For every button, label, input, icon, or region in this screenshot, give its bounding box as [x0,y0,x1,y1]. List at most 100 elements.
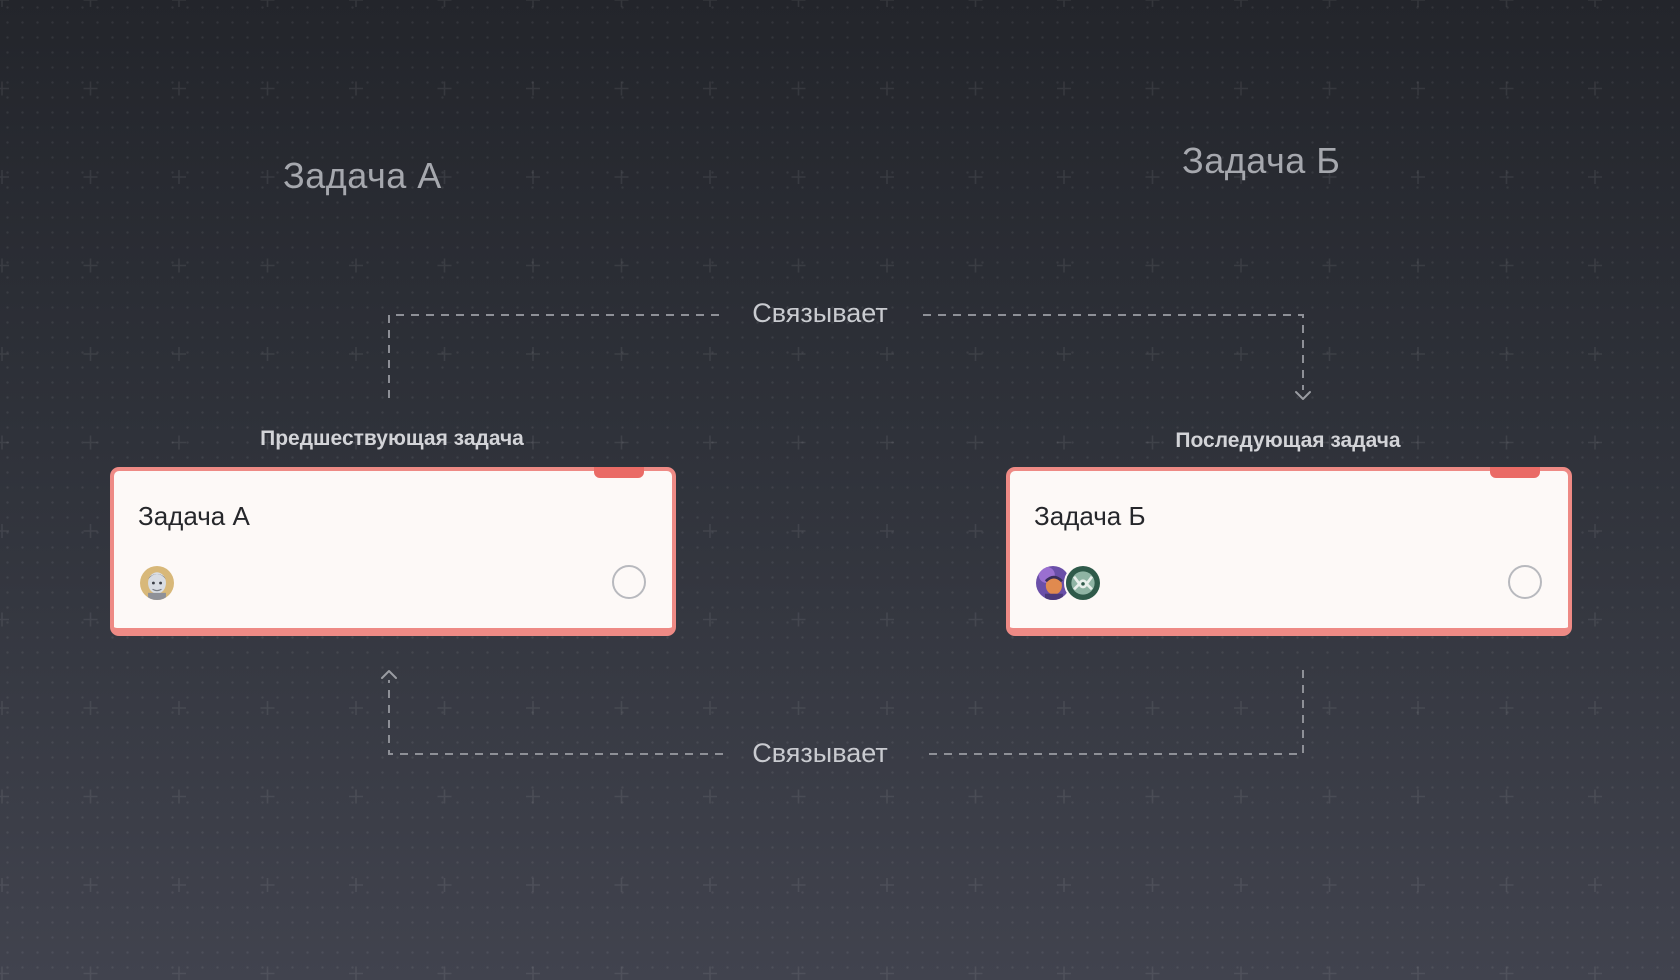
grid-plus-mark [172,0,186,7]
grid-plus-mark [614,435,629,450]
grid-plus-mark [1499,170,1514,184]
grid-plus-mark [1057,878,1071,892]
grid-plus-mark [526,81,540,96]
grid-plus-mark [83,258,98,273]
grid-plus-mark [526,435,540,450]
grid-plus-mark [437,0,452,7]
grid-plus-mark [1411,0,1425,7]
grid-plus-mark [1588,612,1602,627]
grid-plus-mark [703,701,717,715]
grid-plus-mark [0,258,9,273]
grid-plus-mark [349,81,363,96]
grid-plus-mark [1588,0,1602,7]
successor-label: Последующая задача [1175,429,1401,452]
grid-plus-mark [0,789,9,804]
grid-plus-mark [1588,81,1602,96]
avatar[interactable] [138,564,176,602]
grid-plus-mark [349,0,363,7]
grid-plus-mark [1145,966,1160,980]
grid-plus-mark [703,612,717,627]
grid-plus-mark [703,0,717,7]
grid-plus-mark [703,524,717,538]
grid-plus-mark [83,435,98,450]
grid-plus-mark [703,966,717,980]
grid-plus-mark [1411,258,1425,273]
grid-plus-mark [0,701,9,715]
grid-plus-mark [1145,258,1160,273]
grid-plus-mark [703,347,717,361]
grid-plus-mark [1411,701,1425,715]
grid-plus-mark [968,701,983,715]
grid-plus-mark [1234,258,1248,273]
predecessor-label: Предшествующая задача [260,427,524,450]
grid-plus-mark [968,258,983,273]
grid-plus-mark [614,258,629,273]
grid-plus-mark [526,0,540,7]
grid-plus-mark [1057,0,1071,7]
grid-plus-mark [0,612,9,627]
grid-plus-mark [614,701,629,715]
grid-plus-mark [437,789,452,804]
task-card-title: Задача Б [1034,501,1146,531]
grid-plus-mark [83,170,98,184]
top-connector-arrowhead [1295,391,1311,400]
grid-plus-mark [791,347,806,361]
grid-plus-mark [172,701,186,715]
grid-plus-mark [1322,966,1337,980]
grid-plus-mark [1499,966,1514,980]
grid-plus-mark [1057,701,1071,715]
grid-plus-mark [614,81,629,96]
grid-plus-mark [880,789,894,804]
grid-plus-mark [791,612,806,627]
grid-plus-mark [1145,701,1160,715]
grid-plus-mark [1588,347,1602,361]
grid-plus-mark [172,347,186,361]
link-label-top: Связывает [752,298,888,328]
grid-plus-mark [1499,878,1514,892]
grid-plus-mark [83,789,98,804]
grid-plus-mark [880,878,894,892]
grid-plus-mark [968,170,983,184]
grid-plus-mark [1145,81,1160,96]
grid-plus-mark [0,347,9,361]
grid-plus-mark [526,170,540,184]
grid-plus-mark [968,435,983,450]
grid-plus-mark [1499,347,1514,361]
grid-plus-mark [1322,258,1337,273]
avatar[interactable] [1034,564,1072,602]
grid-plus-mark [83,701,98,715]
task-card-b[interactable]: Задача Б [1006,467,1572,636]
grid-plus-mark [260,170,275,184]
grid-plus-mark [1499,789,1514,804]
grid-plus-mark [791,0,806,7]
task-card-a[interactable]: Задача А [110,467,676,636]
grid-plus-mark [791,789,806,804]
grid-plus-mark [260,701,275,715]
complete-toggle[interactable] [612,565,646,599]
grid-plus-mark [260,0,275,7]
grid-plus-mark [968,966,983,980]
grid-plus-mark [437,347,452,361]
grid-plus-mark [614,0,629,7]
grid-plus-mark [0,435,9,450]
grid-plus-mark [880,701,894,715]
grid-plus-mark [1057,258,1071,273]
complete-toggle[interactable] [1508,565,1542,599]
grid-plus-mark [83,878,98,892]
grid-plus-mark [1499,435,1514,450]
grid-plus-mark [172,81,186,96]
grid-plus-mark [0,0,9,7]
grid-plus-mark [526,701,540,715]
grid-plus-mark [1322,789,1337,804]
grid-plus-mark [614,789,629,804]
grid-plus-mark [172,878,186,892]
avatar[interactable] [1064,564,1102,602]
card-color-tab [594,467,644,478]
grid-plus-mark [791,878,806,892]
grid-plus-mark [1322,878,1337,892]
grid-plus-mark [0,878,9,892]
grid-plus-mark [1411,347,1425,361]
grid-plus-mark [83,0,98,7]
grid-plus-mark [880,347,894,361]
grid-plus-mark [1234,789,1248,804]
